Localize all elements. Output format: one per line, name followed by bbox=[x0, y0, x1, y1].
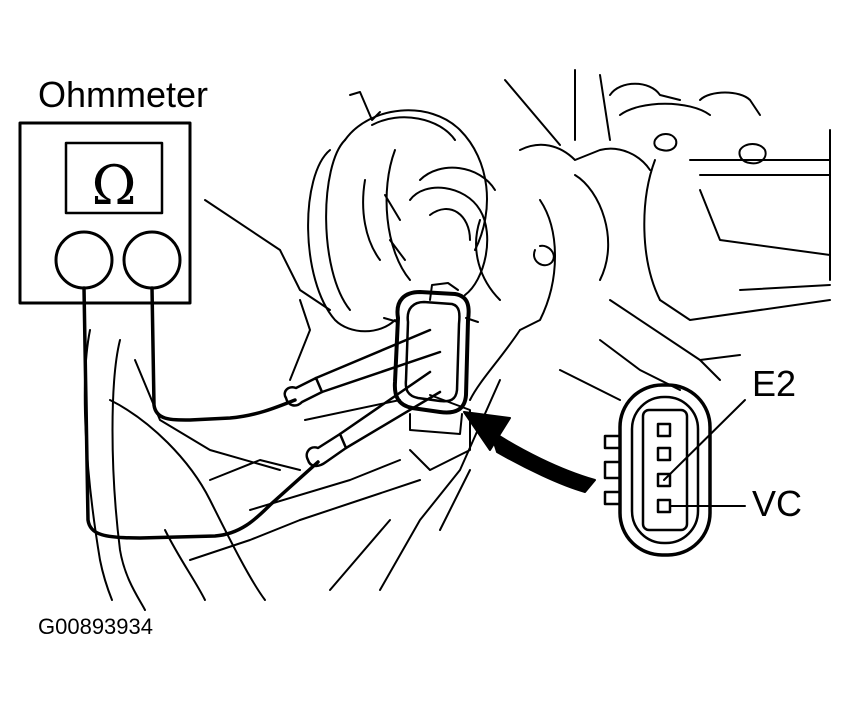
test-leads bbox=[82, 286, 320, 540]
leader-e2 bbox=[663, 399, 746, 481]
sensor-connector bbox=[383, 282, 479, 435]
engine-outline bbox=[83, 69, 831, 611]
upper-test-lead bbox=[150, 286, 297, 422]
test-probes bbox=[283, 328, 442, 468]
lower-probe bbox=[305, 432, 348, 468]
upper-probe bbox=[283, 376, 324, 407]
terminal-leaders bbox=[663, 399, 746, 507]
ohmmeter-label: Ohmmeter bbox=[38, 74, 209, 115]
figure-code-label: G00893934 bbox=[38, 614, 153, 639]
pin-vc bbox=[656, 498, 672, 514]
pin-2 bbox=[656, 446, 672, 462]
connector-face-icon bbox=[603, 383, 712, 557]
ohm-symbol: Ω bbox=[92, 154, 137, 217]
pin-e2 bbox=[656, 472, 672, 488]
terminal-vc-label: VC bbox=[752, 483, 803, 524]
lower-test-lead bbox=[82, 286, 320, 540]
pin-1 bbox=[656, 422, 672, 438]
terminal-e2-label: E2 bbox=[752, 363, 797, 404]
pointer-arrow-icon bbox=[463, 411, 596, 493]
